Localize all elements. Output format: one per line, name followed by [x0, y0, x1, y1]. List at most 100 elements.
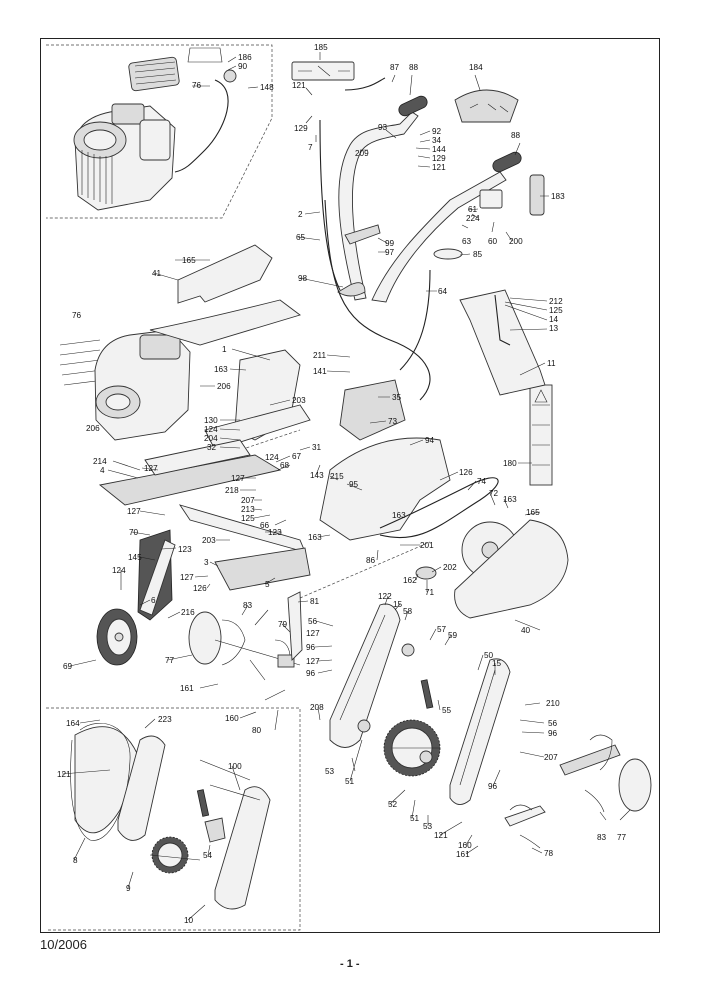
page-number: - 1 - — [340, 958, 360, 970]
part-callout-51: 51 — [410, 814, 420, 823]
part-callout-125: 125 — [241, 514, 255, 523]
part-callout-69: 69 — [63, 662, 73, 671]
chain-drive-inset-dashed-box — [46, 707, 301, 931]
part-callout-127: 127 — [180, 573, 194, 582]
warning-label-stack — [529, 384, 553, 486]
part-callout-98: 98 — [298, 274, 308, 283]
part-callout-184: 184 — [469, 63, 483, 72]
part-callout-96: 96 — [306, 669, 316, 678]
part-callout-70: 70 — [129, 528, 139, 537]
engine-inset-dashed-box — [46, 44, 273, 219]
part-callout-15: 15 — [492, 659, 502, 668]
part-callout-124: 124 — [112, 566, 126, 575]
part-callout-213: 213 — [241, 505, 255, 514]
part-callout-32: 32 — [207, 443, 217, 452]
part-callout-203: 203 — [292, 396, 306, 405]
part-callout-93: 93 — [378, 123, 388, 132]
belt-guard — [454, 519, 569, 619]
part-callout-121: 121 — [434, 831, 448, 840]
part-callout-203: 203 — [202, 536, 216, 545]
part-callout-160: 160 — [225, 714, 239, 723]
part-callout-127: 127 — [306, 629, 320, 638]
part-callout-206: 206 — [86, 424, 100, 433]
part-callout-56: 56 — [308, 617, 318, 626]
part-callout-125: 125 — [549, 306, 563, 315]
part-callout-127: 127 — [127, 507, 141, 516]
part-callout-67: 67 — [292, 452, 302, 461]
part-callout-201: 201 — [420, 541, 434, 550]
part-callout-40: 40 — [521, 626, 531, 635]
part-callout-83: 83 — [243, 601, 253, 610]
part-callout-87: 87 — [390, 63, 400, 72]
part-callout-50: 50 — [484, 651, 494, 660]
part-callout-68: 68 — [280, 461, 290, 470]
handlebar-assembly — [291, 61, 545, 401]
part-callout-86: 86 — [366, 556, 376, 565]
part-callout-129: 129 — [294, 124, 308, 133]
part-callout-77: 77 — [617, 833, 627, 842]
part-callout-72: 72 — [489, 489, 499, 498]
part-callout-6: 6 — [151, 596, 156, 605]
part-callout-56: 56 — [548, 719, 558, 728]
part-callout-126: 126 — [193, 584, 207, 593]
part-callout-210: 210 — [546, 699, 560, 708]
engine-assembly-inset — [73, 47, 237, 211]
chain-drive-inset — [70, 722, 271, 910]
part-callout-206: 206 — [217, 382, 231, 391]
engine-assembly — [59, 299, 301, 441]
lower-tine-group — [504, 734, 652, 849]
part-callout-163: 163 — [214, 365, 228, 374]
part-callout-9: 9 — [126, 884, 131, 893]
gearbox-housing — [339, 379, 406, 441]
part-callout-64: 64 — [438, 287, 448, 296]
part-callout-141: 141 — [313, 367, 327, 376]
part-callout-14: 14 — [549, 315, 559, 324]
revision-date: 10/2006 — [40, 937, 87, 952]
part-callout-165: 165 — [526, 508, 540, 517]
part-callout-41: 41 — [152, 269, 162, 278]
part-callout-207: 207 — [544, 753, 558, 762]
part-callout-129: 129 — [432, 154, 446, 163]
part-callout-144: 144 — [432, 145, 446, 154]
part-callout-211: 211 — [313, 351, 326, 360]
transmission-cover — [319, 437, 451, 541]
part-callout-7: 7 — [308, 143, 313, 152]
part-callout-212: 212 — [549, 297, 563, 306]
part-callout-1: 1 — [222, 345, 227, 354]
part-callout-163: 163 — [503, 495, 517, 504]
part-callout-74: 74 — [477, 477, 487, 486]
part-callout-99: 99 — [385, 239, 395, 248]
part-callout-127: 127 — [231, 474, 245, 483]
part-callout-58: 58 — [403, 607, 413, 616]
part-callout-31: 31 — [312, 443, 322, 452]
part-callout-59: 59 — [448, 631, 458, 640]
part-callout-123: 123 — [268, 528, 282, 537]
part-callout-121: 121 — [292, 81, 306, 90]
part-callout-53: 53 — [325, 767, 335, 776]
part-callout-122: 122 — [378, 592, 392, 601]
part-callout-10: 10 — [184, 916, 194, 925]
part-callout-78: 78 — [544, 849, 554, 858]
part-callout-77: 77 — [165, 656, 175, 665]
chain-case-assembly — [329, 603, 511, 805]
part-callout-55: 55 — [442, 706, 452, 715]
part-callout-65: 65 — [296, 233, 306, 242]
height-adjust-rod — [459, 289, 546, 396]
part-callout-200: 200 — [509, 237, 523, 246]
part-callout-148: 148 — [260, 83, 274, 92]
part-callout-127: 127 — [144, 464, 158, 473]
part-callout-76: 76 — [72, 311, 82, 320]
part-callout-163: 163 — [308, 533, 322, 542]
part-callout-96: 96 — [488, 782, 498, 791]
part-callout-76: 76 — [192, 81, 202, 90]
callout-leader-lines — [61, 52, 631, 921]
part-callout-95: 95 — [349, 480, 359, 489]
support-wheel — [96, 539, 176, 666]
part-callout-216: 216 — [181, 608, 195, 617]
part-callout-4: 4 — [100, 466, 105, 475]
part-callout-81: 81 — [310, 597, 320, 606]
part-callout-83: 83 — [597, 833, 607, 842]
